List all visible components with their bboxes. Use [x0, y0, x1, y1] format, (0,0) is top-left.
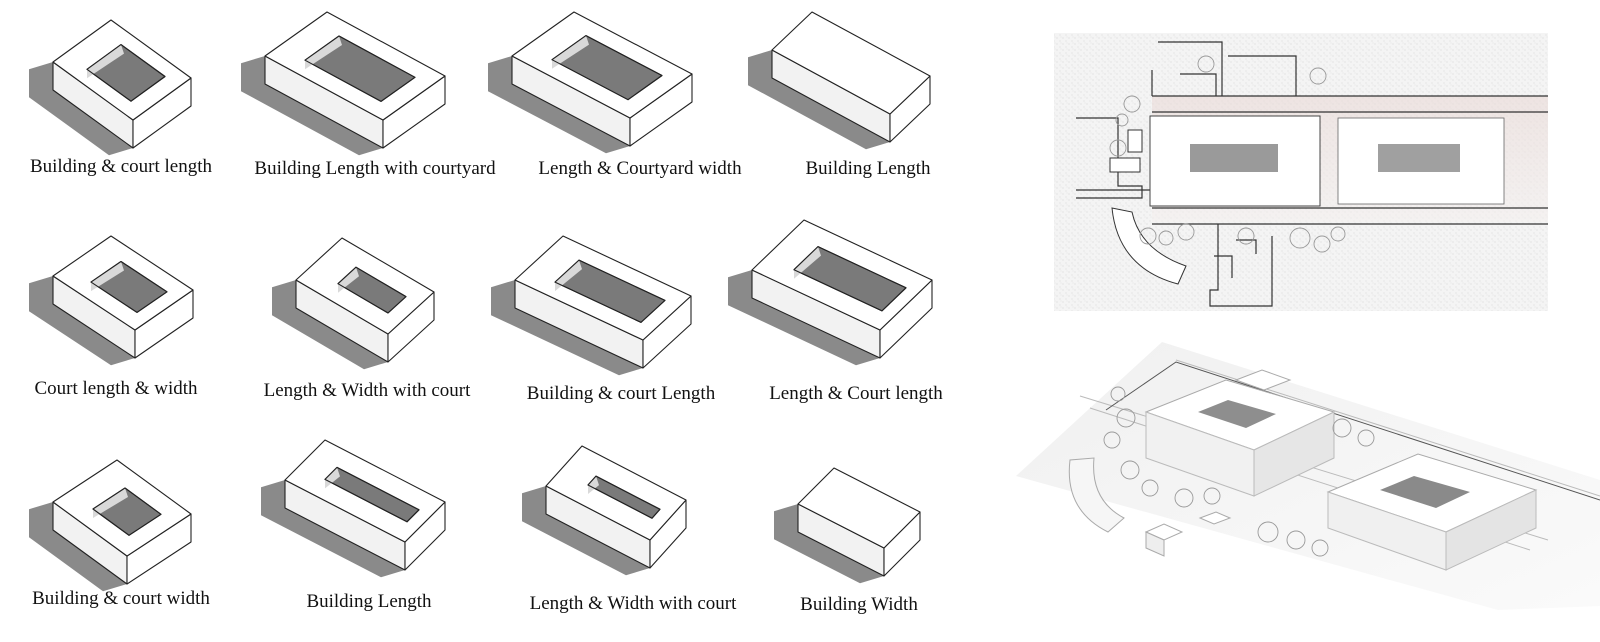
massing-caption-5: Court length & width: [34, 378, 198, 399]
massing-shadow: [774, 504, 884, 584]
site-plan-annex: [1127, 129, 1143, 153]
massing-captions: Building & court length Building Length w…: [30, 156, 943, 615]
site-plan-road-lines: [1152, 95, 1548, 225]
massing-shadow: [522, 486, 650, 576]
massing-courtyard-wall: [93, 488, 128, 518]
massing-courtyard-outline: [337, 266, 407, 314]
massing-caption-12: Building Width: [800, 594, 918, 615]
massing-block-4: [748, 11, 931, 150]
massing-caption-4: Building Length: [805, 158, 931, 179]
site-plan-annex-2: [1109, 157, 1141, 173]
massing-courtyard-wall: [87, 44, 124, 79]
massing-caption-6: Length & Width with court: [264, 380, 472, 401]
massing-block-12: [774, 467, 921, 584]
massing-courtyard-outline: [554, 259, 666, 323]
massing-courtyard-outline: [86, 44, 166, 102]
massing-shadow: [272, 280, 388, 370]
massing-courtyard-outline: [304, 35, 416, 102]
massing-block-9: [29, 459, 192, 592]
massing-courtyard-outline: [324, 466, 420, 523]
massing-caption-2: Building Length with courtyard: [254, 158, 496, 179]
massing-block-1: [29, 19, 192, 156]
site-model-small-block-side: [1145, 531, 1165, 557]
massing-caption-8: Length & Court length: [769, 383, 943, 404]
massing-courtyard-wall: [91, 261, 124, 292]
massing-shadow: [261, 480, 405, 578]
massing-caption-10: Building Length: [306, 591, 432, 612]
massing-courtyard-wall: [552, 35, 589, 69]
massing-shadow: [488, 56, 630, 154]
site-plan-courtyard-1: [1190, 144, 1278, 172]
massing-variations: [29, 11, 933, 592]
massing-shadow: [491, 280, 643, 376]
site-model-courtyard-1: [1198, 400, 1276, 428]
massing-shadow: [728, 270, 880, 366]
massing-block-7: [491, 235, 692, 376]
massing-block-2: [241, 11, 446, 156]
massing-roof: [771, 11, 931, 115]
massing-block-11: [522, 445, 687, 576]
massing-shadow: [29, 502, 127, 592]
site-plan-courtyard-2: [1378, 144, 1460, 172]
massing-shadow: [29, 276, 135, 366]
massing-courtyard-outline: [92, 487, 162, 536]
massing-courtyard-wall: [588, 476, 599, 494]
massing-caption-7: Building & court Length: [527, 383, 716, 404]
massing-caption-11: Length & Width with court: [530, 593, 738, 614]
site-plan: [1054, 33, 1548, 311]
massing-courtyard-outline: [90, 260, 168, 313]
massing-block-10: [261, 439, 446, 578]
site-model-boundary: [1105, 361, 1600, 501]
site-model-courtyard-2: [1380, 476, 1470, 508]
site-model-building-2-front: [1445, 489, 1537, 571]
massing-courtyard-wall: [305, 36, 342, 70]
site-plan-north-buildings: [1151, 41, 1297, 96]
site-plan-left-boundary: [1076, 117, 1152, 199]
massing-courtyard-outline: [587, 475, 661, 519]
massing-roof: [797, 467, 921, 549]
massing-caption-9: Building & court width: [32, 588, 210, 609]
massing-courtyard-outline: [793, 246, 907, 312]
massing-shadow: [748, 50, 890, 150]
massing-courtyard-outline: [551, 35, 663, 101]
massing-courtyard-wall: [325, 467, 340, 489]
site-plan-curved-building: [1111, 207, 1187, 285]
site-model-curved-building: [1068, 457, 1125, 533]
site-plan-south-buildings: [1209, 224, 1273, 307]
site-model-trees: [1103, 386, 1375, 557]
site-plan-trees: [1109, 55, 1346, 253]
massing-shadow: [241, 56, 383, 156]
massing-block-8: [728, 219, 933, 366]
site-model-building-1-front: [1253, 411, 1335, 497]
site-model-small-block-2: [1198, 511, 1232, 525]
massing-courtyard-wall: [794, 246, 821, 279]
massing-block-5: [29, 235, 194, 366]
site-model: [1016, 342, 1600, 610]
massing-caption-1: Building & court length: [30, 156, 213, 177]
massing-block-3: [488, 11, 693, 154]
site-model-north-block: [1234, 369, 1292, 391]
massing-block-6: [272, 237, 435, 370]
site-model-ground: [1016, 342, 1600, 610]
massing-caption-3: Length & Courtyard width: [538, 158, 742, 179]
massing-shadow: [29, 62, 133, 156]
massing-courtyard-wall: [555, 260, 582, 292]
